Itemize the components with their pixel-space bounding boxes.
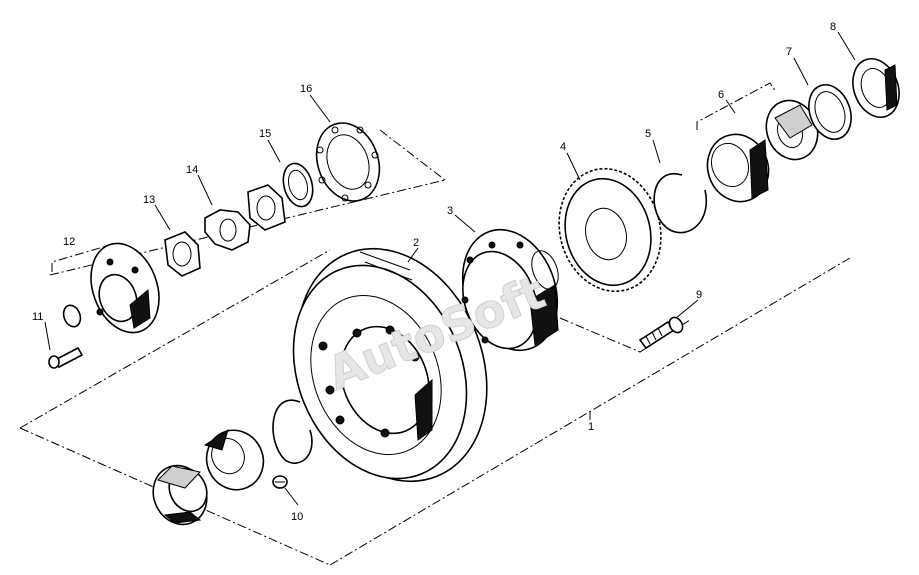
callout-11: 11 <box>32 311 43 323</box>
callout-12: 12 <box>63 236 75 248</box>
callout-14: 14 <box>186 164 198 176</box>
ring-15 <box>282 162 314 208</box>
seal-8 <box>852 58 900 118</box>
callout-15: 15 <box>259 128 271 140</box>
lock-washer-14 <box>204 209 251 251</box>
callout-4: 4 <box>560 141 566 153</box>
snap-ring-lower <box>272 399 313 464</box>
wheel-stud-9 <box>638 316 684 350</box>
callout-16: 16 <box>300 83 312 95</box>
callout-2: 2 <box>413 237 419 249</box>
bearing-cone-lower <box>152 464 208 526</box>
hub-3 <box>461 228 559 352</box>
callout-10: 10 <box>291 511 303 523</box>
callout-3: 3 <box>447 205 453 217</box>
callout-6: 6 <box>718 89 724 101</box>
gasket-16 <box>315 122 381 202</box>
callout-8: 8 <box>830 21 836 33</box>
callout-5: 5 <box>645 128 651 140</box>
callout-9: 9 <box>696 289 702 301</box>
spacer-ring-7 <box>808 84 852 140</box>
nut-13 <box>164 231 201 277</box>
bleeder-screw-10 <box>272 475 288 489</box>
disc-stud-holes <box>318 325 420 438</box>
snap-ring-5 <box>653 172 708 234</box>
bracket-6 <box>696 82 777 130</box>
bearing-cup-6 <box>706 133 770 203</box>
callout-13: 13 <box>143 194 155 206</box>
bearing-cup-lower <box>203 428 265 491</box>
bolt-11 <box>48 346 84 369</box>
hub-stud-holes <box>461 241 524 344</box>
tone-ring-4 <box>558 167 662 293</box>
brake-disc-2 <box>292 247 488 483</box>
callout-1: 1 <box>588 421 594 433</box>
nut-15 <box>247 184 286 231</box>
leader-lines <box>44 31 856 506</box>
callout-7: 7 <box>786 46 792 58</box>
callout-labels: 1 2 3 4 5 6 7 8 9 10 11 12 13 14 15 16 <box>32 21 836 523</box>
bearing-cone-6 <box>765 99 819 161</box>
assembly-outline-upper <box>49 129 446 276</box>
drive-flange-12 <box>62 242 160 334</box>
